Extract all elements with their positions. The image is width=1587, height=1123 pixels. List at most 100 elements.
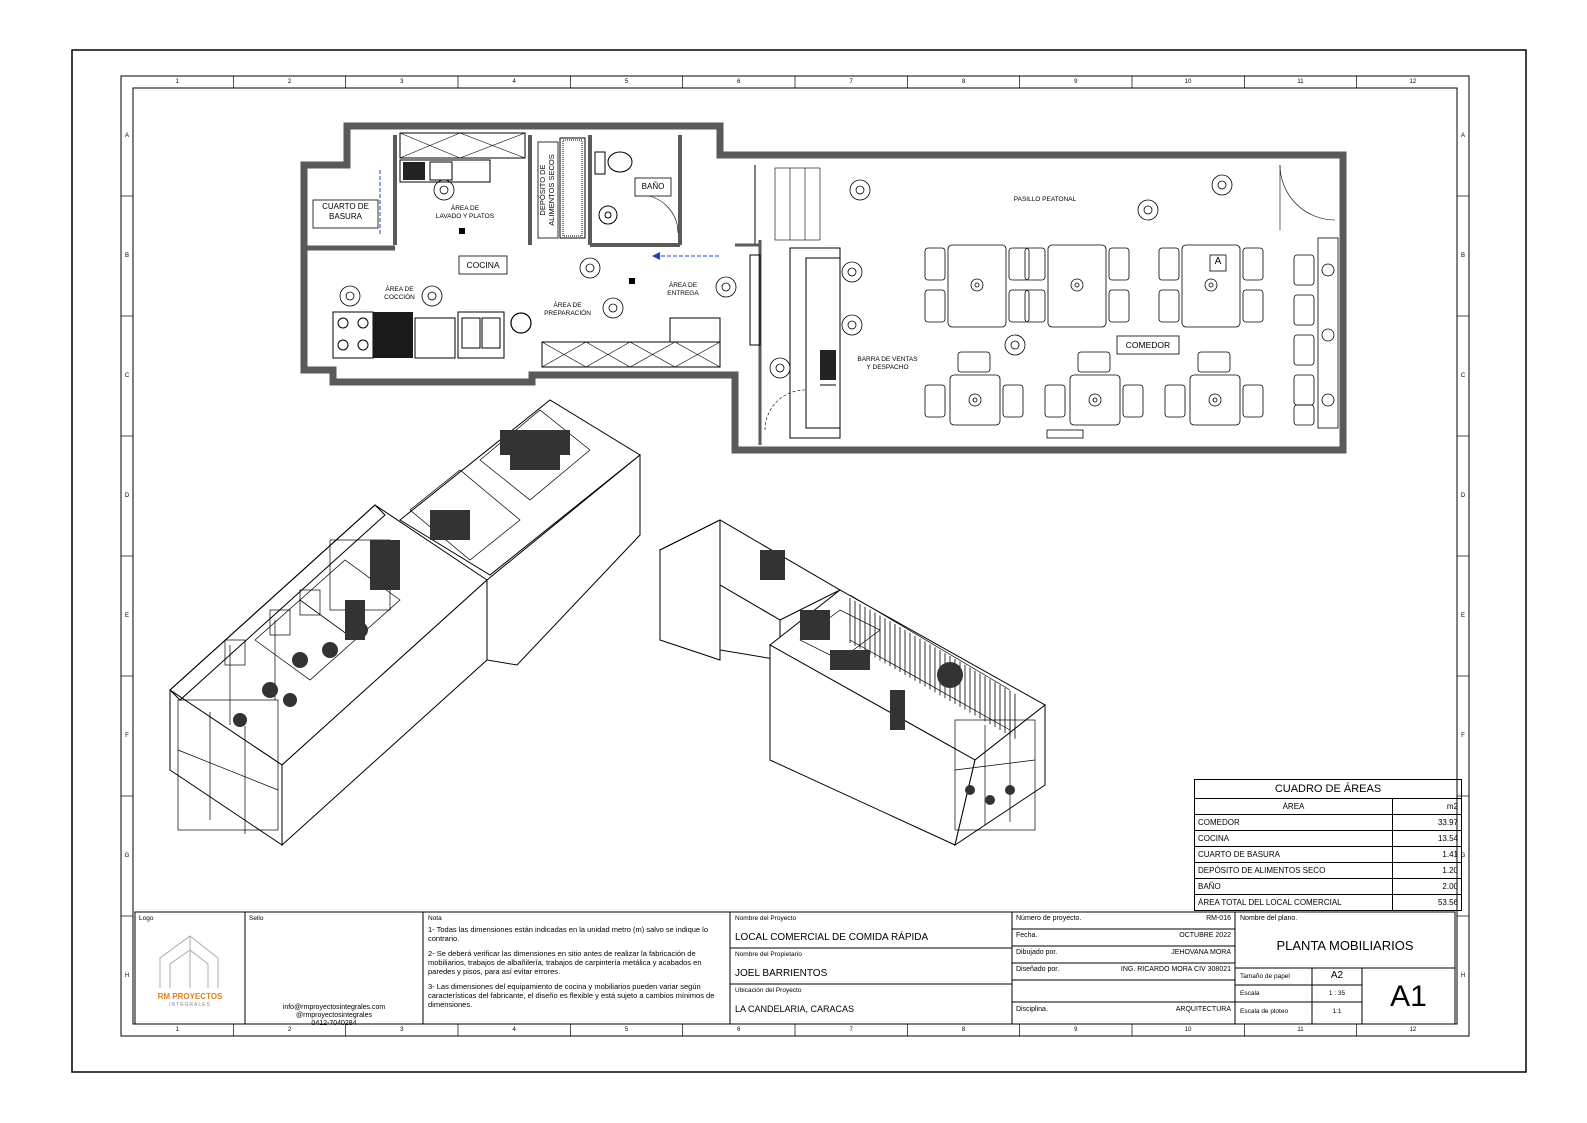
field-value: OCTUBRE 2022 bbox=[1179, 932, 1231, 939]
area-value: 1.20 bbox=[1392, 862, 1462, 879]
note-2: 2- Se deberá verificar las dimensiones e… bbox=[428, 949, 702, 976]
field-value: ARQUITECTURA bbox=[1175, 1006, 1231, 1013]
area-value: 13.54 bbox=[1392, 830, 1462, 847]
field-label: Diseñado por. bbox=[1016, 966, 1060, 973]
grid-col-label: 1 bbox=[175, 79, 179, 85]
area-name: BAÑO bbox=[1194, 878, 1393, 895]
ploteo-value: 1:1 bbox=[1332, 1008, 1342, 1015]
logo-text: RM PROYECTOS bbox=[157, 992, 223, 1001]
grid-col-label: 7 bbox=[849, 79, 853, 85]
room-label-comedor: COMEDOR bbox=[1125, 340, 1171, 350]
grid-col-label: 11 bbox=[1297, 1027, 1304, 1033]
field-label: Disciplina. bbox=[1016, 1006, 1048, 1013]
grid-row-label: B bbox=[1460, 253, 1465, 259]
area-name: ÁREA TOTAL DEL LOCAL COMERCIAL bbox=[1194, 894, 1393, 911]
contact-social: @rmproyectosintegrales bbox=[296, 1012, 372, 1019]
sheet-number: A1 bbox=[1390, 980, 1427, 1013]
grid-col-label: 5 bbox=[624, 1027, 629, 1033]
grid-row-label: G bbox=[1460, 853, 1466, 859]
section-tag-a: A bbox=[1214, 256, 1222, 267]
isometric-view-left bbox=[169, 399, 641, 847]
plan-name: PLANTA MOBILIARIOS bbox=[1276, 938, 1414, 953]
sello-label: Sello bbox=[249, 915, 264, 922]
project-name-label: Nombre del Proyecto bbox=[735, 915, 797, 922]
contact-phone: 0412-7040284 bbox=[311, 1020, 357, 1027]
logo-label: Logo bbox=[139, 915, 154, 922]
area-value: 53.56 bbox=[1392, 894, 1462, 911]
area-value: 1.41 bbox=[1392, 846, 1462, 863]
ploteo-label: Escala de ploteo bbox=[1240, 1008, 1289, 1015]
grid-col-label: 4 bbox=[512, 1027, 516, 1033]
grid-col-label: 9 bbox=[1074, 79, 1078, 85]
note-1: 1- Todas las dimensiones están indicadas… bbox=[428, 925, 709, 943]
field-label: Dibujado por. bbox=[1016, 949, 1058, 956]
grid-col-label: 3 bbox=[400, 1027, 404, 1033]
isometric-view-right bbox=[658, 519, 1046, 847]
notes: 1- Todas las dimensiones están indicadas… bbox=[428, 925, 726, 1009]
grid-col-label: 10 bbox=[1184, 1027, 1192, 1033]
grid-row-label: C bbox=[1460, 373, 1466, 379]
field-label: Fecha. bbox=[1016, 932, 1038, 939]
grid-row-label: D bbox=[124, 493, 130, 499]
nota-label: Nota bbox=[428, 915, 442, 922]
grid-col-label: 6 bbox=[737, 79, 741, 85]
area-value: 33.97 bbox=[1392, 814, 1462, 831]
contact-info: info@rmproyectosintegrales.com @rmproyec… bbox=[249, 1004, 419, 1028]
area-name: CUARTO DE BASURA bbox=[1194, 846, 1393, 863]
grid-col-label: 9 bbox=[1074, 1027, 1078, 1033]
grid-col-label: 2 bbox=[287, 79, 292, 85]
area-name: COCINA bbox=[1194, 830, 1393, 847]
grid-row-label: F bbox=[1461, 733, 1465, 739]
grid-col-label: 7 bbox=[849, 1027, 853, 1033]
areas-col-area: ÁREA bbox=[1194, 798, 1393, 815]
house-logo-icon bbox=[159, 935, 219, 988]
grid-row-label: D bbox=[1460, 493, 1466, 499]
grid-col-label: 12 bbox=[1409, 79, 1417, 85]
grid-col-label: 10 bbox=[1184, 79, 1192, 85]
grid-row-label: H bbox=[124, 973, 130, 979]
field-value: RM-016 bbox=[1206, 915, 1231, 922]
paper-label: Tamaño de papel bbox=[1240, 973, 1290, 980]
grid-row-label: B bbox=[124, 253, 129, 259]
area-name: DEPÓSITO DE ALIMENTOS SECO bbox=[1194, 862, 1393, 879]
grid-col-label: 1 bbox=[175, 1027, 179, 1033]
room-label-bano: BAÑO bbox=[641, 182, 665, 191]
field-label: Número de proyecto. bbox=[1016, 915, 1082, 922]
grid-row-label: A bbox=[1460, 133, 1465, 139]
field-value: JEHOVANA MORA bbox=[1171, 949, 1231, 956]
field-value: ING. RICARDO MORA CIV 308021 bbox=[1120, 966, 1231, 973]
grid-col-label: 2 bbox=[287, 1027, 292, 1033]
scale-value: 1 : 35 bbox=[1328, 990, 1346, 997]
grid-row-label: E bbox=[1460, 613, 1465, 619]
areas-table-title: CUADRO DE ÁREAS bbox=[1194, 779, 1462, 799]
room-label-cocina: COCINA bbox=[466, 260, 500, 270]
area-value: 2.00 bbox=[1392, 878, 1462, 895]
grid-row-label: H bbox=[1460, 973, 1466, 979]
location-label: Ubicación del Proyecto bbox=[735, 987, 802, 994]
grid-col-label: 12 bbox=[1409, 1027, 1417, 1033]
grid-row-label: F bbox=[125, 733, 129, 739]
contact-email: info@rmproyectosintegrales.com bbox=[282, 1004, 386, 1011]
grid-col-label: 11 bbox=[1297, 79, 1304, 85]
paper-value: A2 bbox=[1330, 970, 1344, 981]
plan-name-label: Nombre del plano. bbox=[1240, 915, 1298, 922]
room-label-pasillo: PASILLO PEATONAL bbox=[1013, 196, 1077, 203]
grid-row-label: G bbox=[124, 853, 130, 859]
scale-label: Escala bbox=[1240, 990, 1260, 997]
project-name: LOCAL COMERCIAL DE COMIDA RÁPIDA bbox=[735, 932, 929, 943]
grid-col-label: 6 bbox=[737, 1027, 741, 1033]
grid-row-label: A bbox=[124, 133, 129, 139]
grid-row-label: E bbox=[124, 613, 129, 619]
